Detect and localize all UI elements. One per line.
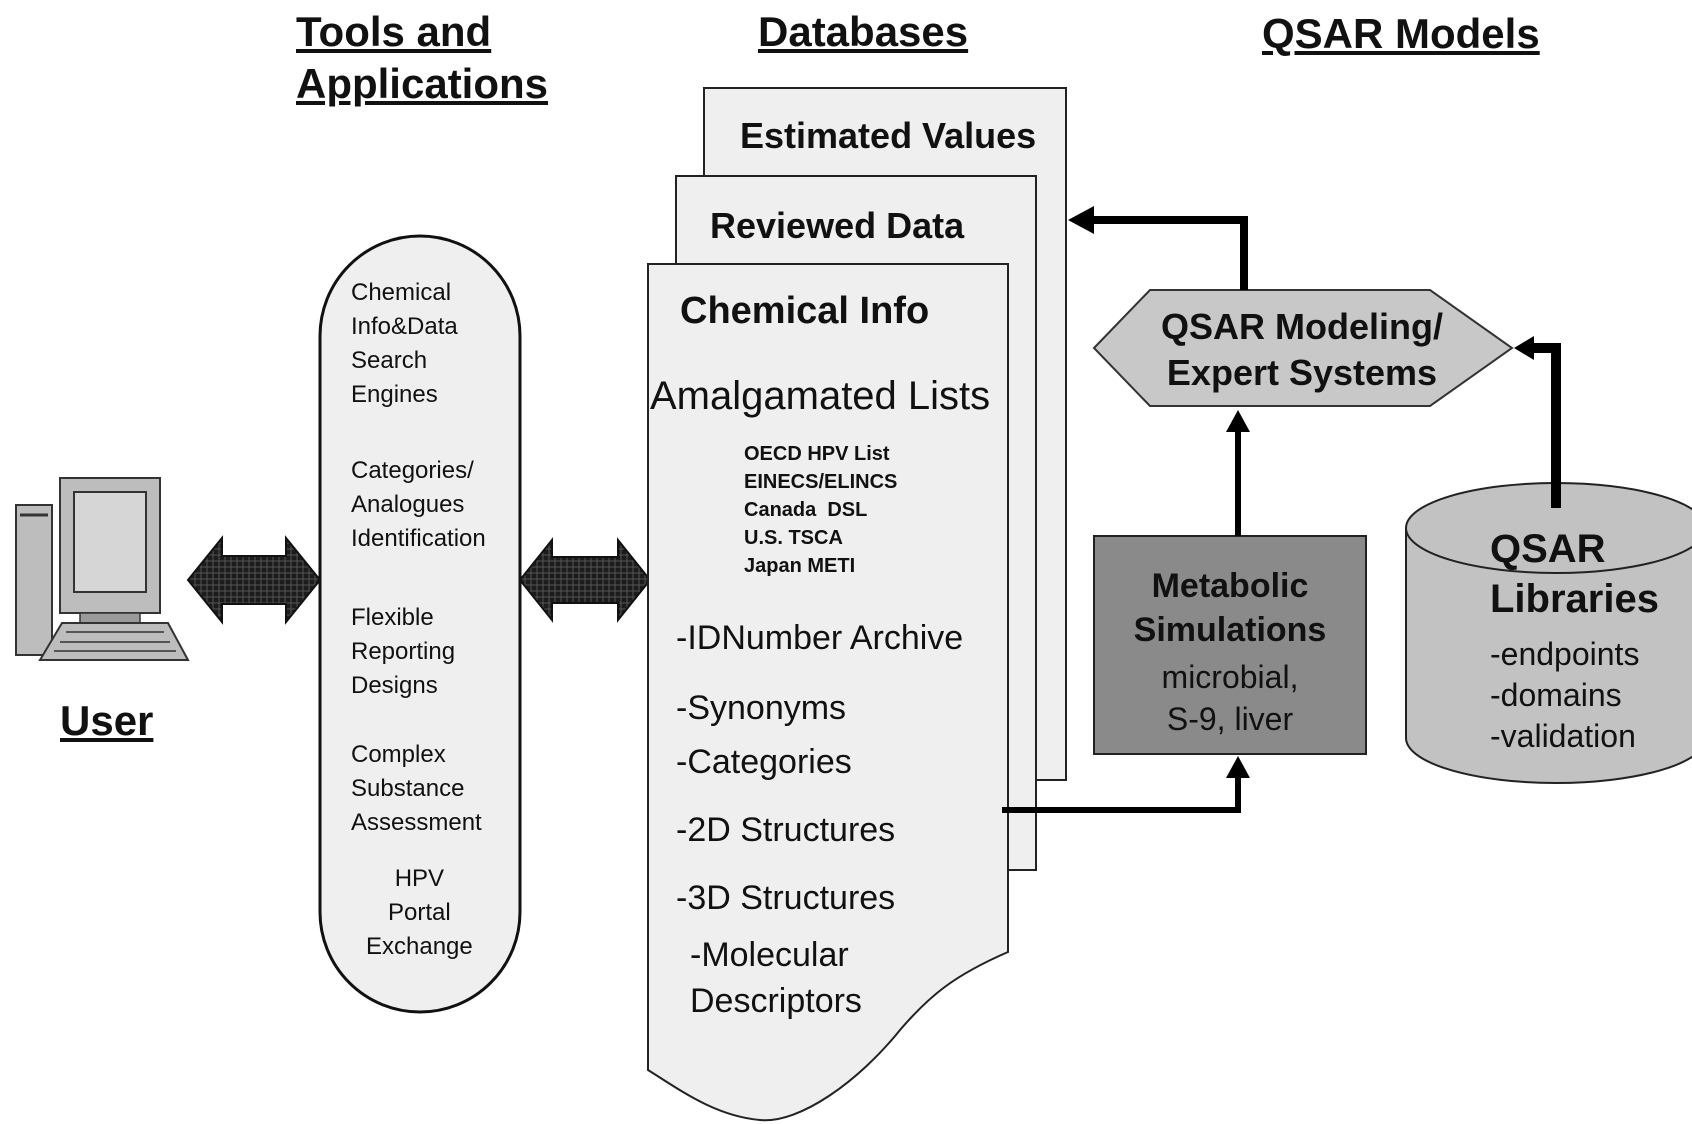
tools-item-hpv-portal: HPV Portal Exchange [366, 865, 473, 960]
tools-item-complex-substance: Complex Substance Assessment [351, 741, 482, 836]
tools-item-reporting: Flexible Reporting Designs [351, 604, 456, 699]
libraries-to-modeling-arrow [1514, 336, 1561, 508]
qsar-libraries-items: -endpoints -domains -validation [1490, 636, 1640, 754]
tools-applications-header: Tools and Applications [296, 8, 549, 107]
estimated-values-label: Estimated Values [740, 115, 1037, 156]
user-label: User [60, 697, 154, 744]
molecular-descriptors-item: -Molecular Descriptors [690, 936, 862, 1020]
synonyms-item: -Synonyms [676, 689, 847, 727]
modeling-to-estimated-values-arrow [1068, 206, 1248, 290]
user-tools-double-arrow [186, 535, 322, 625]
metabolic-to-modeling-arrow [1226, 410, 1250, 536]
chemical-info-sheet [647, 263, 1009, 1122]
qsar-libraries-title: QSAR Libraries [1490, 527, 1659, 621]
tools-capsule [318, 234, 522, 1014]
amalgamated-lists-label: Amalgamated Lists [650, 374, 991, 418]
qsar-modeling-label: QSAR Modeling/ Expert Systems [1161, 306, 1443, 393]
qsar-models-header: QSAR Models [1262, 10, 1540, 57]
tools-item-categories: Categories/ Analogues Identification [351, 457, 486, 552]
id-number-archive-item: -IDNumber Archive [676, 619, 964, 657]
metabolic-simulations-detail: microbial, S-9, liver [1161, 659, 1299, 737]
reviewed-data-label: Reviewed Data [710, 205, 965, 246]
structures-to-metabolic-arrow [1002, 756, 1250, 813]
computer-icon [15, 477, 190, 661]
categories-item: -Categories [676, 743, 852, 781]
qsar-modeling-hexagon [1092, 289, 1514, 407]
metabolic-simulations-title: Metabolic Simulations [1133, 567, 1327, 649]
amalgamated-lists-entries: OECD HPV List EINECS/ELINCS Canada DSL U… [744, 443, 898, 577]
3d-structures-item: -3D Structures [676, 879, 896, 917]
databases-header: Databases [758, 8, 969, 55]
2d-structures-item: -2D Structures [676, 811, 896, 849]
metabolic-simulations-box [1093, 535, 1367, 755]
chemical-info-title: Chemical Info [680, 290, 930, 332]
tools-databases-double-arrow [518, 537, 652, 623]
tools-item-search-engines: Chemical Info&Data Search Engines [351, 279, 458, 408]
